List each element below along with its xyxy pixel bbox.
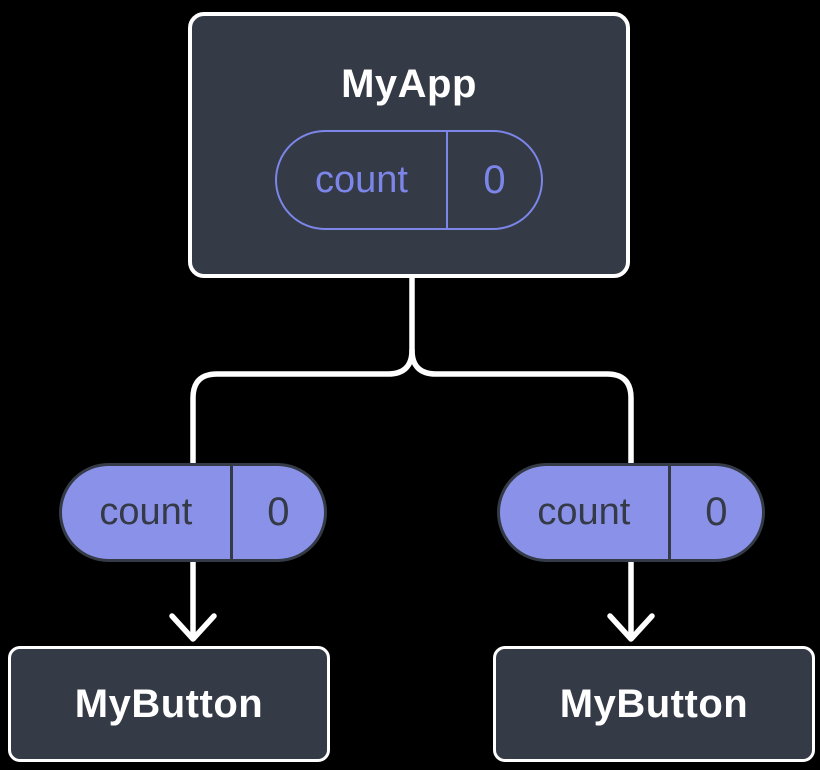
prop-pill-right-value: 0 [667, 466, 762, 559]
node-mybutton-right: MyButton [493, 646, 815, 762]
connector-left-branch [190, 267, 415, 640]
prop-pill-right: count 0 [497, 463, 765, 562]
node-mybutton-right-title: MyButton [559, 682, 749, 726]
prop-pill-left-value: 0 [229, 466, 324, 559]
prop-pill-left-key: count [99, 491, 193, 533]
node-myapp: MyApp count 0 [188, 12, 630, 278]
prop-pill-left: count 0 [59, 463, 327, 562]
node-mybutton-left: MyButton [8, 646, 330, 762]
connector-right-branch [409, 347, 634, 640]
state-pill-key: count [314, 158, 408, 201]
arrowhead-down-left-icon [169, 613, 217, 642]
prop-pill-right-key: count [537, 491, 631, 533]
arrowhead-down-right-icon [607, 613, 655, 642]
state-pill: count 0 [275, 130, 543, 230]
node-myapp-title: MyApp [341, 62, 477, 106]
state-pill-value: 0 [445, 132, 541, 228]
node-mybutton-left-title: MyButton [74, 682, 264, 726]
